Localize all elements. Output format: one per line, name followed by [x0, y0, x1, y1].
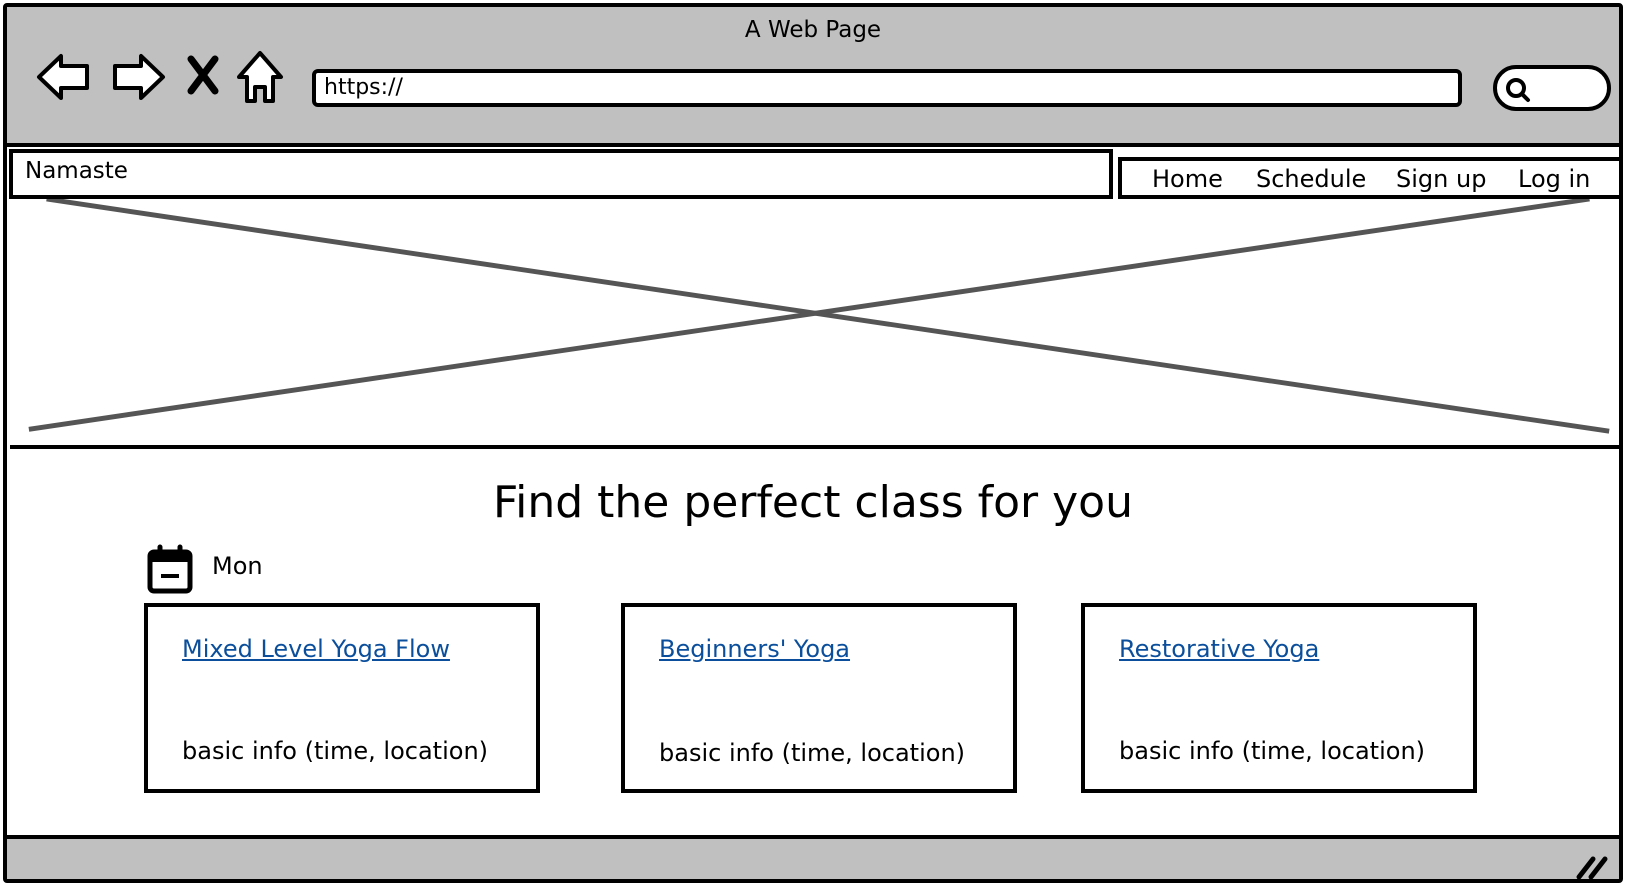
- browser-window: A Web Page https:// Namaste Home Schedul…: [3, 3, 1623, 883]
- class-info: basic info (time, location): [659, 739, 966, 767]
- class-link[interactable]: Mixed Level Yoga Flow: [182, 635, 450, 663]
- browser-chrome: A Web Page https://: [7, 7, 1619, 147]
- back-arrow-icon[interactable]: [35, 50, 93, 104]
- forward-arrow-icon[interactable]: [109, 50, 167, 104]
- window-title: A Web Page: [744, 17, 882, 43]
- nav-log-in[interactable]: Log in: [1518, 165, 1591, 193]
- class-link[interactable]: Restorative Yoga: [1119, 635, 1320, 663]
- nav-schedule[interactable]: Schedule: [1256, 165, 1367, 193]
- class-link[interactable]: Beginners' Yoga: [659, 635, 851, 663]
- class-info: basic info (time, location): [1119, 737, 1426, 765]
- hero-image-placeholder: [10, 199, 1619, 449]
- browser-search-field[interactable]: [1493, 65, 1611, 111]
- search-icon: [1506, 78, 1530, 102]
- close-icon[interactable]: [185, 55, 221, 95]
- class-info: basic info (time, location): [182, 737, 489, 765]
- nav-sign-up[interactable]: Sign up: [1396, 165, 1487, 193]
- calendar-icon: [147, 544, 193, 594]
- site-brand[interactable]: Namaste: [9, 149, 1113, 199]
- class-card: Mixed Level Yoga Flow basic info (time, …: [144, 603, 540, 793]
- day-label: Mon: [212, 552, 263, 580]
- status-bar: [7, 835, 1619, 881]
- site-nav: Home Schedule Sign up Log in: [1118, 157, 1619, 199]
- class-card: Restorative Yoga basic info (time, locat…: [1081, 603, 1477, 793]
- resize-grip-icon[interactable]: [1573, 851, 1609, 881]
- nav-home[interactable]: Home: [1152, 165, 1223, 193]
- url-field[interactable]: https://: [312, 69, 1462, 107]
- home-icon[interactable]: [235, 49, 285, 105]
- page-title: Find the perfect class for you: [493, 477, 1133, 528]
- class-card: Beginners' Yoga basic info (time, locati…: [621, 603, 1017, 793]
